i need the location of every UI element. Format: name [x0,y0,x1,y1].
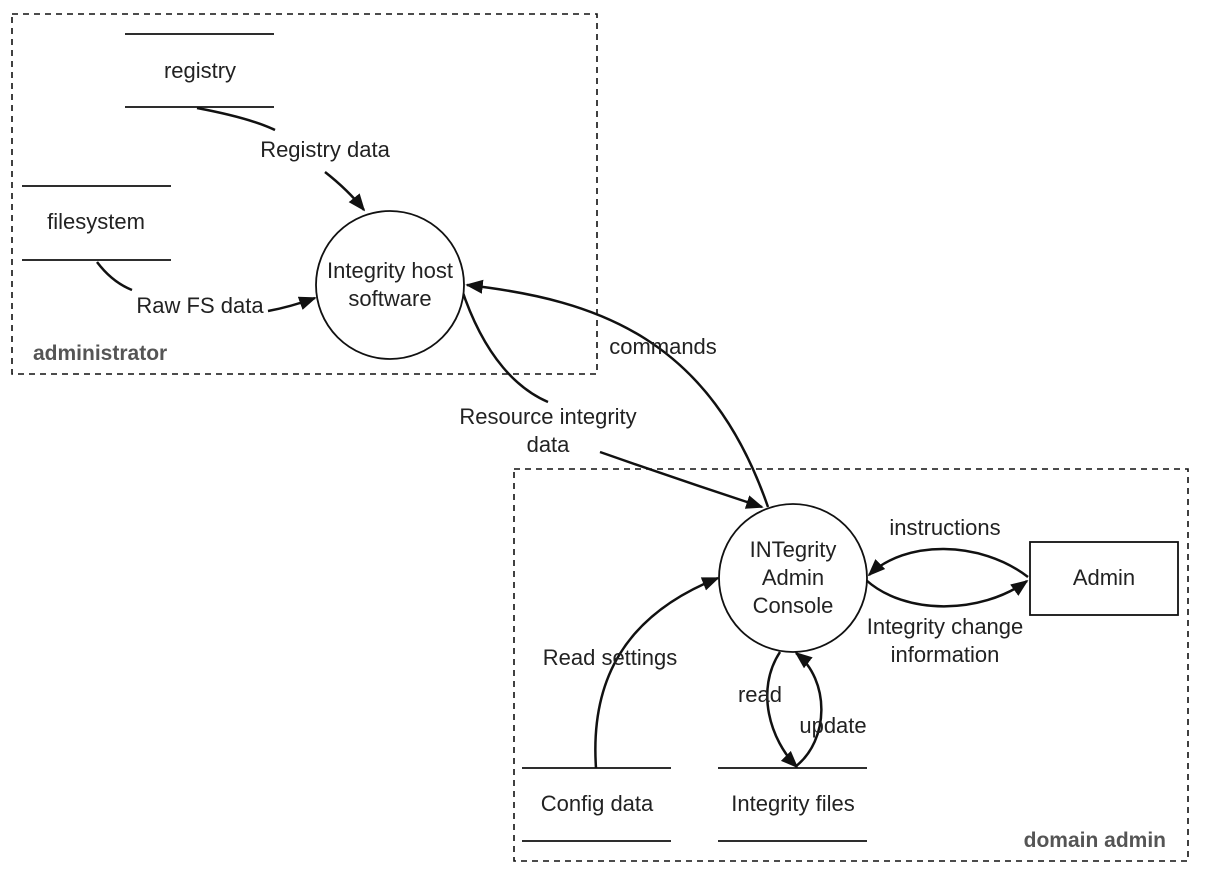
store-registry-label: registry [164,58,236,83]
process-integrity-host-software: Integrity host software [315,210,465,360]
store-integrity-files: Integrity files [718,767,867,842]
administrator-boundary: administrator [11,13,598,375]
flow-registry-data-tail [196,106,276,132]
store-filesystem: filesystem [22,185,171,261]
flow-label-raw-fs-data: Raw FS data [136,293,264,318]
flow-registry-data [324,171,366,212]
flow-raw-fs-data-tail [96,261,133,292]
flow-read-settings [594,576,720,769]
flow-instructions [867,547,1029,578]
flow-label-resource-integrity-1: Resource integrity [459,404,636,429]
flow-raw-fs-data [267,296,317,313]
flow-update [794,651,823,768]
entity-admin-label: Admin [1073,565,1135,590]
store-config-data-label: Config data [541,791,654,816]
store-registry: registry [125,33,274,108]
flow-label-registry-data: Registry data [260,137,390,162]
domain-admin-boundary: domain admin [513,468,1189,862]
process-console-label-2: Admin [762,565,824,590]
flow-commands [465,279,770,508]
flow-resource-integrity [599,450,764,509]
flow-label-instructions: instructions [889,515,1000,540]
process-integrity-admin-console: INTegrity Admin Console [718,503,868,653]
flow-label-resource-integrity-2: data [527,432,571,457]
flow-label-read-settings: Read settings [543,645,678,670]
process-host-label-1: Integrity host [327,258,453,283]
flow-resource-integrity-tail [459,286,549,404]
domain-admin-boundary-label: domain admin [1024,829,1166,852]
flow-integrity-change [865,579,1029,608]
process-console-label-3: Console [753,593,834,618]
flow-label-integrity-change-1: Integrity change [867,614,1024,639]
store-config-data: Config data [522,767,671,842]
administrator-boundary-label: administrator [33,342,167,365]
process-console-label-1: INTegrity [750,537,837,562]
flow-label-read: read [738,682,782,707]
entity-admin: Admin [1029,541,1179,616]
process-host-label-2: software [348,286,431,311]
flow-read [766,651,799,769]
store-filesystem-label: filesystem [47,209,145,234]
flow-label-integrity-change-2: information [891,642,1000,667]
store-integrity-files-label: Integrity files [731,791,855,816]
flow-label-update: update [799,713,866,738]
flow-label-commands: commands [609,334,717,359]
